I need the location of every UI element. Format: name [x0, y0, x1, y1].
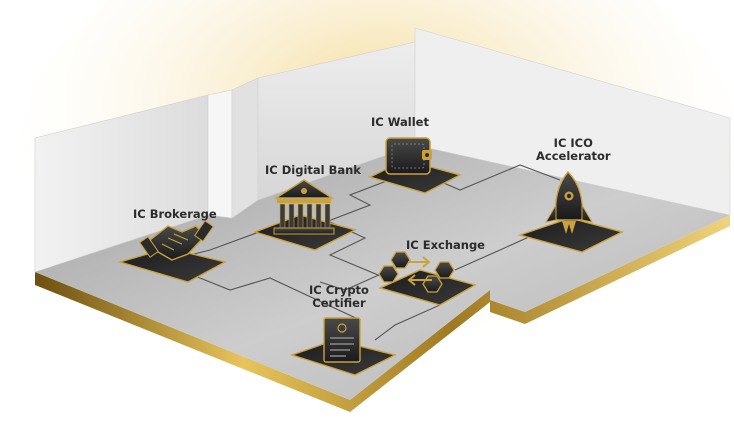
label-certifier-line-1: IC Crypto: [309, 283, 369, 297]
label-brokerage: IC Brokerage: [133, 207, 217, 221]
rocket-icon: [545, 170, 593, 234]
label-wallet: IC Wallet: [371, 115, 429, 129]
path-bank-brokerage: [189, 227, 271, 256]
label-certifier-line-2: Certifier: [312, 296, 366, 310]
right-wall: [414, 27, 731, 216]
label-exchange: IC Exchange: [406, 238, 485, 252]
path-exchange-brokerage: [319, 269, 391, 291]
bank-icon: [273, 179, 335, 235]
label-ico-accelerator: IC ICO Accelerator: [536, 137, 611, 163]
label-ico-line-2: Accelerator: [536, 149, 611, 163]
handshake-icon: [139, 220, 214, 261]
label-ico-line-1: IC ICO: [553, 136, 593, 150]
path-wallet-bank: [309, 171, 411, 229]
tile-brokerage: [117, 247, 227, 283]
path-exchange-rocket: [454, 231, 541, 271]
label-digital-bank: IC Digital Bank: [265, 163, 361, 177]
certificate-icon: [323, 317, 361, 363]
partition-wall: [207, 89, 233, 219]
exchange-icon: [378, 251, 455, 293]
label-crypto-certifier: IC Crypto Certifier: [309, 284, 369, 310]
tile-ico-accelerator: [517, 217, 624, 253]
back-wall-left: [231, 77, 259, 219]
wallet-icon: [385, 137, 432, 175]
